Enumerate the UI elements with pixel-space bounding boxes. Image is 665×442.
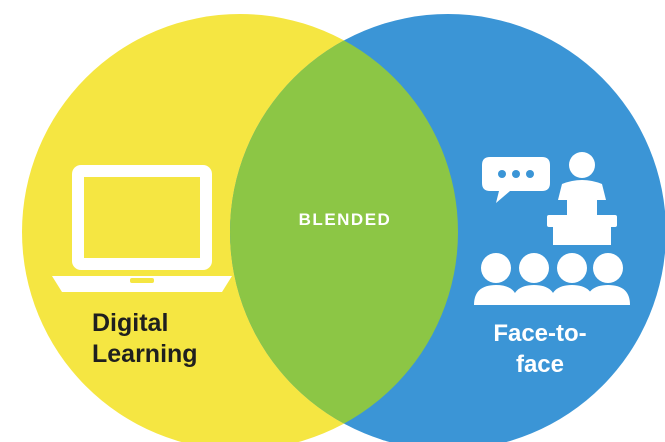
- audience-icon: [474, 253, 630, 305]
- blended-intersection: [230, 14, 458, 442]
- digital-learning-label: Digital Learning: [92, 308, 242, 370]
- digital-learning-label-line1: Digital: [92, 309, 169, 337]
- laptop-icon: [52, 165, 232, 292]
- classroom-presenter-icon: [474, 152, 630, 305]
- face-to-face-label-line1: Face-to-: [493, 320, 587, 347]
- digital-learning-label-line2: Learning: [92, 340, 198, 368]
- face-to-face-label-line2: face: [515, 351, 565, 378]
- blended-label: BLENDED: [298, 210, 392, 229]
- presenter-icon: [547, 152, 617, 245]
- face-to-face-label: Face-to- face: [455, 318, 625, 380]
- speech-bubble-icon: [482, 157, 550, 203]
